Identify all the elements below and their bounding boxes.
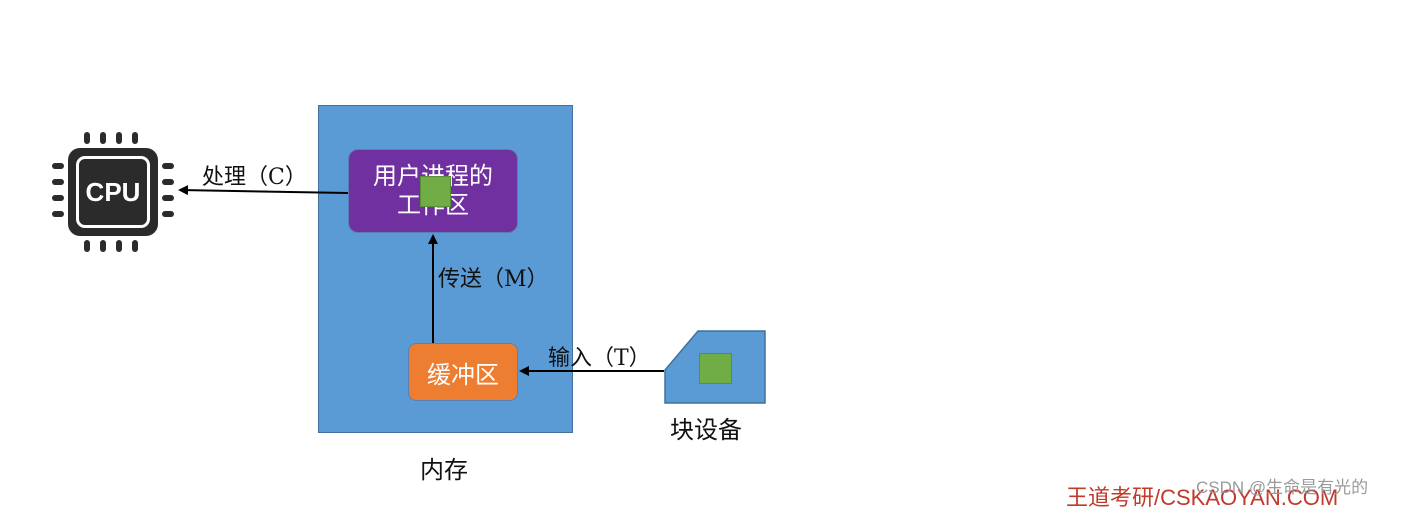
- cpu-pin: [162, 195, 174, 201]
- block-device-label: 块设备: [670, 416, 742, 444]
- transfer-label: 传送（M）: [438, 267, 549, 292]
- cpu-pin: [84, 132, 90, 144]
- cpu-pin: [162, 163, 174, 169]
- cpu-pin: [116, 240, 122, 252]
- csdn-watermark: CSDN @生命是有光的: [1196, 478, 1369, 497]
- cpu-chip-icon: CPU: [48, 128, 178, 256]
- input-label: 输入（T）: [548, 346, 651, 371]
- cpu-pin: [132, 240, 138, 252]
- process-label: 处理（C）: [202, 165, 307, 190]
- data-block-on-device: [699, 353, 732, 384]
- cpu-pin: [52, 211, 64, 217]
- cpu-pin: [162, 211, 174, 217]
- cpu-body: CPU: [68, 148, 158, 236]
- cpu-pin: [84, 240, 90, 252]
- cpu-pin: [162, 179, 174, 185]
- cpu-pin: [52, 163, 64, 169]
- cpu-pin: [100, 240, 106, 252]
- cpu-pin: [132, 132, 138, 144]
- process-arrow: [178, 185, 349, 196]
- cpu-label: CPU: [76, 156, 150, 228]
- cpu-pin: [100, 132, 106, 144]
- memory-label: 内存: [420, 456, 468, 484]
- cpu-pin: [52, 195, 64, 201]
- buffer-area: 缓冲区: [408, 343, 518, 401]
- data-block-in-work-area: [420, 176, 451, 207]
- buffer-label: 缓冲区: [427, 360, 499, 389]
- cpu-pin: [52, 179, 64, 185]
- cpu-pin: [116, 132, 122, 144]
